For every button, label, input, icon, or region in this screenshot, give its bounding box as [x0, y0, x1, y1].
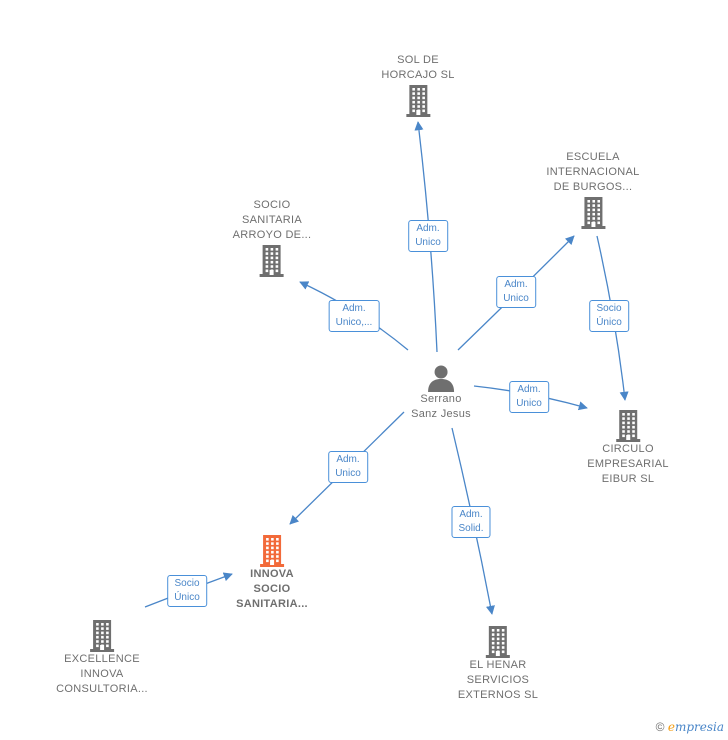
person-node[interactable]: Serrano Sanz Jesus [411, 364, 471, 422]
company-node-henar[interactable]: EL HENAR SERVICIOS EXTERNOS SL [458, 624, 538, 703]
company-label: SOCIO SANITARIA ARROYO DE... [232, 199, 312, 241]
empresia-logo[interactable]: empresia [667, 720, 724, 734]
building-icon [580, 197, 605, 229]
building-icon [260, 245, 284, 277]
building-icon [615, 410, 640, 442]
relation-label[interactable]: Adm. Unico [328, 451, 368, 483]
company-node-socio-arroyo[interactable]: SOCIO SANITARIA ARROYO DE... [233, 198, 312, 277]
relation-label[interactable]: Adm. Unico [496, 276, 536, 308]
company-label: EL HENAR SERVICIOS EXTERNOS SL [457, 659, 539, 701]
relation-label[interactable]: Socio Único [589, 300, 629, 332]
relation-label[interactable]: Socio Único [167, 575, 207, 607]
company-label: INNOVA SOCIO SANITARIA... [236, 568, 308, 610]
copyright-symbol: © [655, 720, 665, 734]
company-node-escuela[interactable]: ESCUELA INTERNACIONAL DE BURGOS... [546, 150, 639, 229]
relation-label[interactable]: Adm. Unico [408, 220, 448, 252]
company-node-circulo[interactable]: CIRCULO EMPRESARIAL EIBUR SL [587, 408, 669, 487]
company-label: CIRCULO EMPRESARIAL EIBUR SL [587, 443, 669, 485]
relation-label[interactable]: Adm. Unico,... [328, 300, 380, 332]
company-node-sol[interactable]: SOL DE HORCAJO SL [381, 53, 454, 117]
company-node-innova[interactable]: INNOVA SOCIO SANITARIA... [236, 533, 308, 612]
company-node-excellence[interactable]: EXCELLENCE INNOVA CONSULTORIA... [56, 618, 148, 697]
building-icon [405, 85, 430, 117]
building-icon [485, 626, 510, 658]
relation-label[interactable]: Adm. Solid. [451, 506, 491, 538]
company-label: SOL DE HORCAJO SL [381, 54, 455, 81]
relation-label[interactable]: Adm. Unico [509, 381, 549, 413]
footer-credit: © empresia [656, 720, 724, 734]
person-icon [428, 365, 454, 392]
person-label: Serrano Sanz Jesus [411, 393, 471, 420]
building-icon [90, 620, 114, 652]
company-label: ESCUELA INTERNACIONAL DE BURGOS... [546, 151, 640, 193]
building-icon [260, 535, 284, 567]
company-label: EXCELLENCE INNOVA CONSULTORIA... [56, 653, 148, 695]
